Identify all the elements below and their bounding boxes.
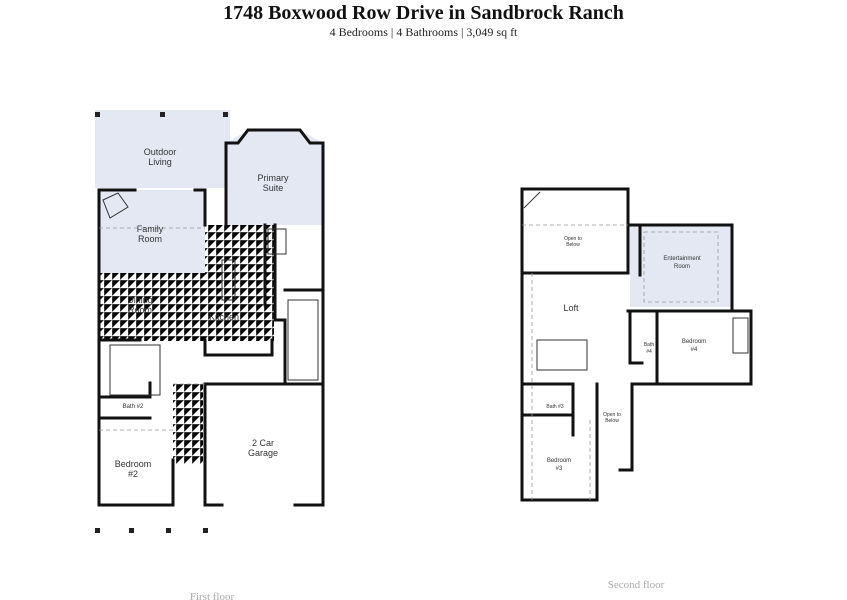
second-floor-fixtures xyxy=(522,191,749,500)
page-subtitle: 4 Bedrooms | 4 Bathrooms | 3,049 sq ft xyxy=(329,25,518,39)
room-label-bedroom-4: Bedroom#4 xyxy=(682,339,706,353)
second-floor-label: Second floor xyxy=(608,579,665,591)
family-room-area xyxy=(99,190,205,273)
room-label-bedroom-2: Bedroom#2 xyxy=(115,459,152,479)
room-label-bath-2: Bath #2 xyxy=(123,404,144,410)
tile-floor xyxy=(99,273,274,341)
room-label-kitchen: Kitchen xyxy=(209,312,239,322)
second-floor-walls xyxy=(520,187,753,502)
room-label-bath-3: Bath #3 xyxy=(546,404,563,410)
room-label-bath-4: Bath#4 xyxy=(644,342,655,355)
room-label-loft: Loft xyxy=(563,303,579,313)
tile-floor-kitchen xyxy=(205,225,275,275)
first-floor-label: First floor xyxy=(190,591,235,600)
first-floor-walls xyxy=(97,128,325,507)
page-title: 1748 Boxwood Row Drive in Sandbrock Ranc… xyxy=(223,2,624,24)
first-floor-posts xyxy=(95,112,228,533)
first-floor-fixtures xyxy=(99,192,319,431)
primary-suite-area xyxy=(226,130,323,225)
outdoor-living-area xyxy=(95,110,230,188)
room-label-bedroom-3: Bedroom#3 xyxy=(547,458,571,472)
tile-floor-hall xyxy=(173,384,203,464)
entertainment-room-area xyxy=(630,225,732,307)
